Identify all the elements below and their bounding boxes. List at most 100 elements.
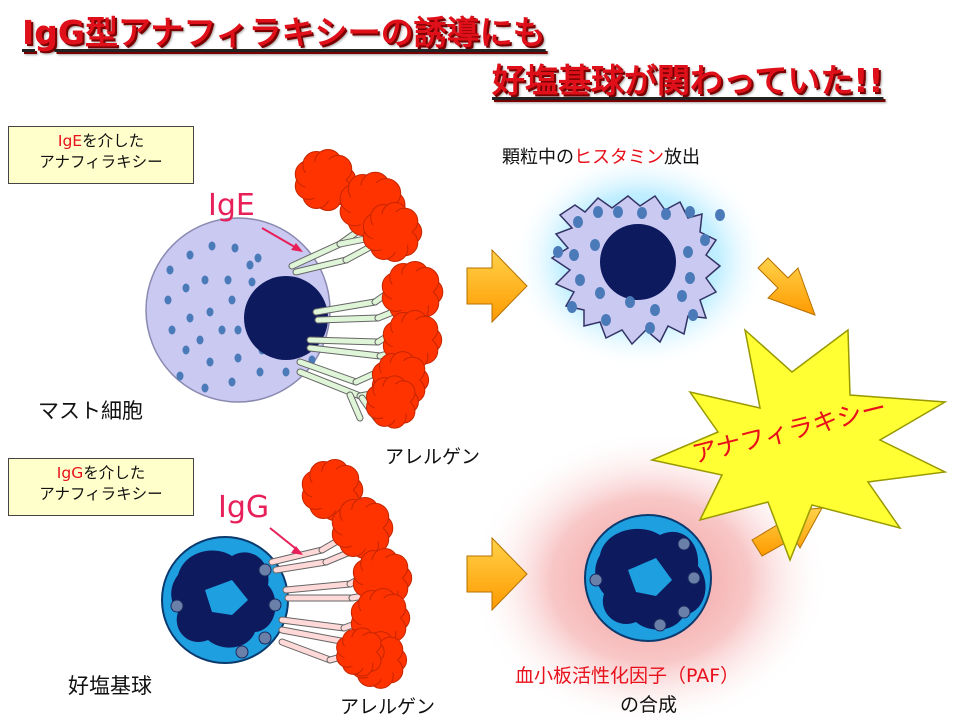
granule (625, 296, 635, 308)
granule (685, 206, 695, 218)
basophil-cell (161, 536, 289, 664)
ige-antibody (292, 256, 350, 276)
allergen-label-bottom: アレルゲン (340, 696, 436, 718)
igg-box-line1-rest: を介した (83, 464, 146, 482)
igg-box-highlight: IgG (56, 464, 84, 482)
arrow-to-degranulation (466, 248, 528, 324)
ige-antibody (312, 298, 379, 316)
granule (168, 325, 176, 335)
granule (688, 309, 698, 321)
allergen (294, 148, 357, 212)
granule (164, 295, 172, 305)
paf-caption-line1: 血小板活性化因子（PAF） (515, 665, 740, 687)
allergen (382, 310, 443, 370)
allergen (301, 458, 364, 522)
granule (637, 207, 647, 219)
allergen (336, 627, 385, 677)
allergen (362, 202, 423, 262)
histamine-caption-post: 放出 (664, 147, 700, 168)
granule (677, 290, 687, 302)
granule (248, 277, 256, 287)
basophil-label: 好塩基球 (68, 674, 152, 698)
ige-antibody (306, 336, 382, 346)
released-granules (553, 206, 725, 334)
granule (569, 249, 579, 261)
granule (573, 216, 583, 228)
basophil-nucleus-gap (205, 580, 248, 615)
histamine-caption-pre: 顆粒中の (502, 147, 574, 168)
granule (186, 313, 194, 323)
granule (683, 246, 693, 258)
granule (186, 250, 194, 260)
granule (254, 253, 262, 263)
granule (196, 335, 204, 345)
granule (613, 206, 623, 218)
arrow-to-paf (466, 536, 528, 612)
granule (601, 314, 611, 326)
igg-label: IgG (218, 490, 270, 525)
granule (595, 287, 605, 299)
granule (567, 301, 577, 313)
igg-anaphylaxis-box: IgGを介した アナフィラキシー (8, 458, 194, 516)
granule (593, 206, 603, 218)
igg-antibody (272, 558, 330, 574)
paf-caption-line2: の合成 (620, 694, 678, 716)
ige-antibody (306, 344, 384, 360)
ige-antibody (296, 358, 360, 386)
granule (224, 275, 232, 285)
granule (231, 243, 239, 253)
ige-anaphylaxis-box: IgEを介した アナフィラキシー (8, 126, 194, 184)
granule (228, 295, 236, 305)
granule (182, 283, 190, 293)
ige-label: IgE (208, 188, 255, 223)
granule (590, 239, 600, 251)
ige-box-line1: IgEを介した (15, 131, 187, 152)
granule (246, 260, 254, 270)
granule (208, 241, 216, 251)
igg-antibody (278, 626, 350, 646)
granule (234, 353, 242, 363)
granule (182, 345, 190, 355)
granule (166, 265, 174, 275)
granule (553, 246, 563, 258)
anaphylaxis-burst (649, 327, 948, 563)
degranulating-mast-cell (550, 194, 725, 346)
granule (685, 272, 695, 284)
mast-cell-label: マスト細胞 (38, 399, 143, 423)
granule (201, 275, 209, 285)
granule (201, 383, 209, 393)
allergen-cluster-bottom (301, 458, 413, 689)
allergen-label-top: アレルゲン (385, 446, 481, 468)
granule (234, 325, 242, 335)
paf-basophil-cell (584, 514, 712, 642)
granule (206, 357, 214, 367)
degranulating-nucleus (600, 224, 676, 300)
igg-antibody (268, 546, 326, 566)
histamine-caption: 顆粒中のヒスタミン放出 (502, 143, 700, 169)
granule (256, 367, 264, 377)
ige-antibody (288, 240, 344, 270)
granule (645, 322, 655, 334)
allergen (365, 375, 419, 429)
granule (650, 304, 660, 316)
igg-box-line2: アナフィラキシー (39, 485, 163, 503)
ige-antibody (346, 391, 364, 422)
granule (228, 377, 236, 387)
granule (218, 325, 226, 335)
ige-pointer-head (291, 243, 303, 252)
igg-antibody (278, 638, 334, 664)
histamine-caption-highlight: ヒスタミン (574, 147, 664, 168)
ige-box-line2: アナフィラキシー (39, 153, 163, 171)
title-line1: IgG型アナフィラキシーの誘導にも (22, 13, 546, 52)
arrow-histamine-to-anaphylaxis (757, 257, 816, 316)
igg-antibody (282, 580, 354, 594)
granule (206, 307, 214, 317)
igg-box-line1: IgGを介した (15, 463, 187, 484)
allergen-cluster-top (294, 148, 444, 429)
granule (575, 274, 585, 286)
granule (282, 367, 290, 377)
granule (176, 371, 184, 381)
ige-box-line1-rest: を介した (82, 132, 145, 150)
granule (715, 209, 725, 221)
